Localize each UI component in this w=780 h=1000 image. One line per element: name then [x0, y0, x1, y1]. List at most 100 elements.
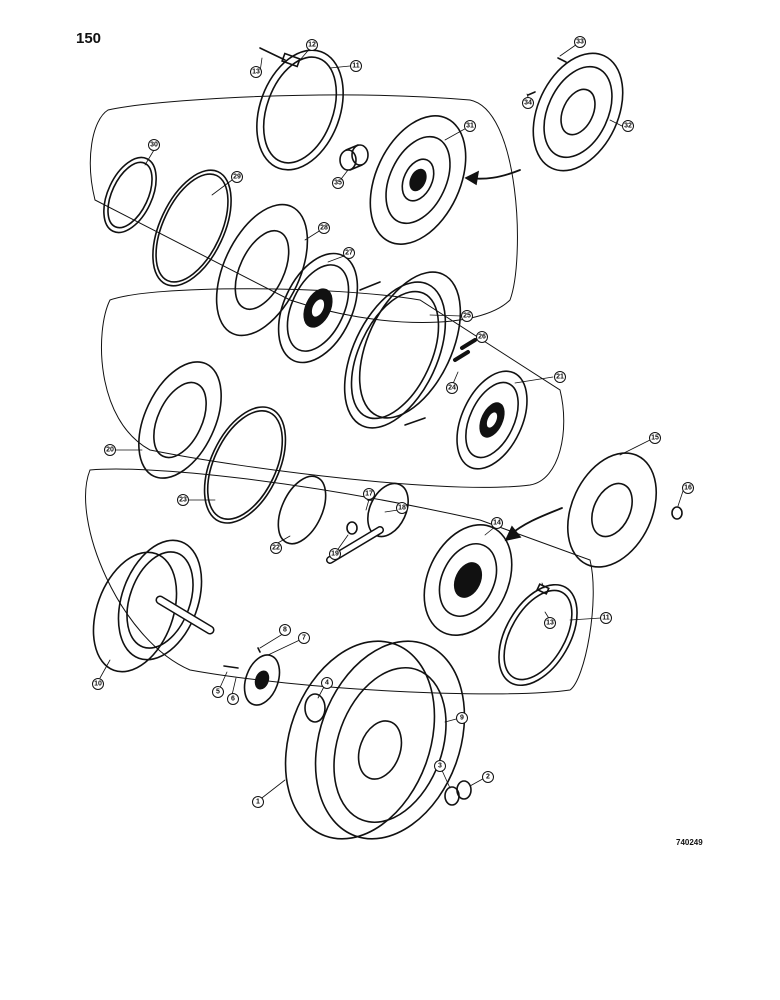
svg-text:35: 35: [334, 180, 342, 187]
callout-16: 16: [682, 482, 694, 494]
svg-text:34: 34: [524, 100, 532, 107]
svg-text:14: 14: [493, 520, 501, 527]
callout-13-lower: 13: [544, 617, 556, 629]
part-seal-4: [304, 693, 326, 723]
part-bushing-2: [456, 780, 472, 800]
callout-32: 32: [622, 120, 634, 132]
callout-20: 20: [104, 444, 116, 456]
part-bolt-top: [259, 47, 301, 68]
svg-text:21: 21: [556, 374, 564, 381]
callout-12-top: 12: [306, 39, 318, 51]
callout-35: 35: [332, 177, 344, 189]
svg-text:28: 28: [320, 225, 328, 232]
svg-text:33: 33: [576, 39, 584, 46]
svg-text:13: 13: [546, 620, 554, 627]
group-outline-upper: [89, 94, 518, 323]
part-clutch-disc-21: [456, 370, 528, 470]
svg-text:32: 32: [624, 123, 632, 130]
part-nut-16: [671, 506, 683, 520]
part-cover-32: [532, 52, 624, 172]
callout-27: 27: [343, 247, 355, 259]
callout-31: 31: [464, 120, 476, 132]
callout-14: 14: [491, 517, 503, 529]
svg-text:2: 2: [486, 774, 490, 781]
svg-text:29: 29: [233, 174, 241, 181]
callout-26: 26: [476, 331, 488, 343]
svg-text:24: 24: [448, 385, 456, 392]
svg-text:27: 27: [345, 250, 353, 257]
callout-2: 2: [482, 771, 494, 783]
svg-text:1: 1: [256, 799, 260, 806]
svg-text:31: 31: [466, 123, 474, 130]
callout-9: 9: [456, 712, 468, 724]
svg-text:13: 13: [252, 69, 260, 76]
group-outline-middle: [100, 288, 565, 488]
svg-text:7: 7: [302, 635, 306, 642]
svg-text:25: 25: [463, 313, 471, 320]
part-snap-ring-top: [256, 49, 344, 171]
callout-13-top: 13: [250, 66, 262, 78]
callout-34: 34: [522, 97, 534, 109]
part-bushing-35: [339, 144, 369, 171]
part-plate-31: [369, 115, 467, 245]
callout-30: 30: [148, 139, 160, 151]
callout-33: 33: [574, 36, 586, 48]
assembly-arrow-lower: [509, 507, 563, 536]
svg-text:30: 30: [150, 142, 158, 149]
callout-28: 28: [318, 222, 330, 234]
part-bolt-5: [223, 665, 239, 669]
svg-text:17: 17: [365, 491, 373, 498]
callout-10: 10: [92, 678, 104, 690]
callout-4: 4: [321, 677, 333, 689]
svg-text:5: 5: [216, 689, 220, 696]
callout-1: 1: [252, 796, 264, 808]
part-seal-23-inner: [206, 410, 284, 520]
part-clutch-disc-27: [277, 252, 359, 364]
callout-25: 25: [461, 310, 473, 322]
svg-text:11: 11: [602, 615, 610, 622]
figure-reference-code: 740249: [676, 838, 703, 847]
group-outline-lower: [85, 468, 594, 695]
part-snap-ring-lower: [498, 583, 578, 687]
part-housing-9: [284, 640, 466, 840]
part-plate-14: [423, 523, 513, 637]
part-screw-33: [557, 57, 567, 63]
part-ring-22: [277, 475, 327, 545]
svg-text:20: 20: [106, 447, 114, 454]
callout-19: 19: [329, 548, 341, 560]
part-clip-12-lower: [536, 583, 550, 595]
part-seal-29-inner: [155, 173, 229, 283]
svg-text:15: 15: [651, 435, 659, 442]
callout-21: 21: [554, 371, 566, 383]
callout-3: 3: [434, 760, 446, 772]
page-number: 150: [76, 30, 102, 47]
part-drum-25: [343, 271, 462, 429]
callout-24: 24: [446, 382, 458, 394]
callout-11-lower: 11: [600, 612, 612, 624]
callout-7: 7: [298, 632, 310, 644]
callout-15: 15: [649, 432, 661, 444]
svg-text:9: 9: [460, 715, 464, 722]
callout-5: 5: [212, 686, 224, 698]
part-seal-29: [152, 169, 232, 287]
svg-text:19: 19: [331, 551, 339, 558]
assembly-arrow-lower-head: [504, 525, 522, 542]
svg-text:8: 8: [283, 627, 287, 634]
part-ring-30: [103, 156, 157, 234]
callout-11-top: 11: [350, 60, 362, 72]
part-pin-8: [257, 647, 261, 653]
part-bushing-19: [346, 521, 358, 535]
svg-text:6: 6: [231, 696, 235, 703]
part-shaft-flange-18: [326, 482, 409, 564]
callout-22: 22: [270, 542, 282, 554]
part-cover-15: [566, 452, 658, 568]
part-seal-23: [203, 406, 287, 524]
callout-29: 29: [231, 171, 243, 183]
part-screw-34: [527, 91, 536, 96]
svg-text:16: 16: [684, 485, 692, 492]
part-plate-20: [138, 361, 222, 479]
part-ring-30-inner: [107, 161, 153, 229]
svg-text:10: 10: [94, 681, 102, 688]
callout-8: 8: [279, 624, 291, 636]
svg-text:12: 12: [308, 42, 316, 49]
